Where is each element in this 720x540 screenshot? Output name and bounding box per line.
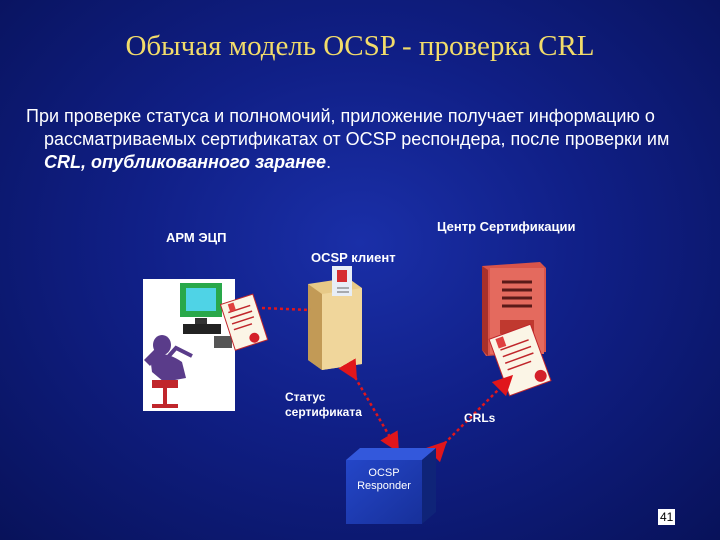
paragraph-emphasis: CRL, опубликованного заранее xyxy=(44,152,327,172)
person-icon xyxy=(153,335,171,355)
status-label-line1: Статус xyxy=(285,390,326,404)
ocsp-responder-cube xyxy=(346,448,436,524)
page-number: 41 xyxy=(658,509,676,525)
connector-workstation-client xyxy=(261,306,311,312)
chair-icon xyxy=(152,380,178,388)
status-label: Статус сертификата xyxy=(285,390,362,420)
ocsp-client-server-icon xyxy=(308,266,362,370)
arm-label: АРМ ЭЦП xyxy=(166,230,227,245)
status-label-line2: сертификата xyxy=(285,405,362,419)
ocsp-client-label: OCSP клиент xyxy=(311,250,396,265)
ca-label: Центр Сертификации xyxy=(437,219,576,234)
keyboard-icon xyxy=(183,324,221,334)
responder-label-line1: OCSP xyxy=(368,467,400,479)
paragraph-text: При проверке статуса и полномочий, прило… xyxy=(26,106,670,149)
responder-label: OCSP Responder xyxy=(346,467,422,493)
paragraph-end: . xyxy=(326,152,332,172)
certificate-icon xyxy=(219,293,269,351)
description-paragraph: При проверке статуса и полномочий, прило… xyxy=(26,105,714,174)
crls-label: CRLs xyxy=(464,411,496,425)
workstation-picture xyxy=(143,279,235,411)
arrow-client-responder xyxy=(338,358,400,453)
slide-title: Обычая модель OCSP - проверка CRL xyxy=(125,30,595,62)
responder-label-line2: Responder xyxy=(357,480,411,492)
